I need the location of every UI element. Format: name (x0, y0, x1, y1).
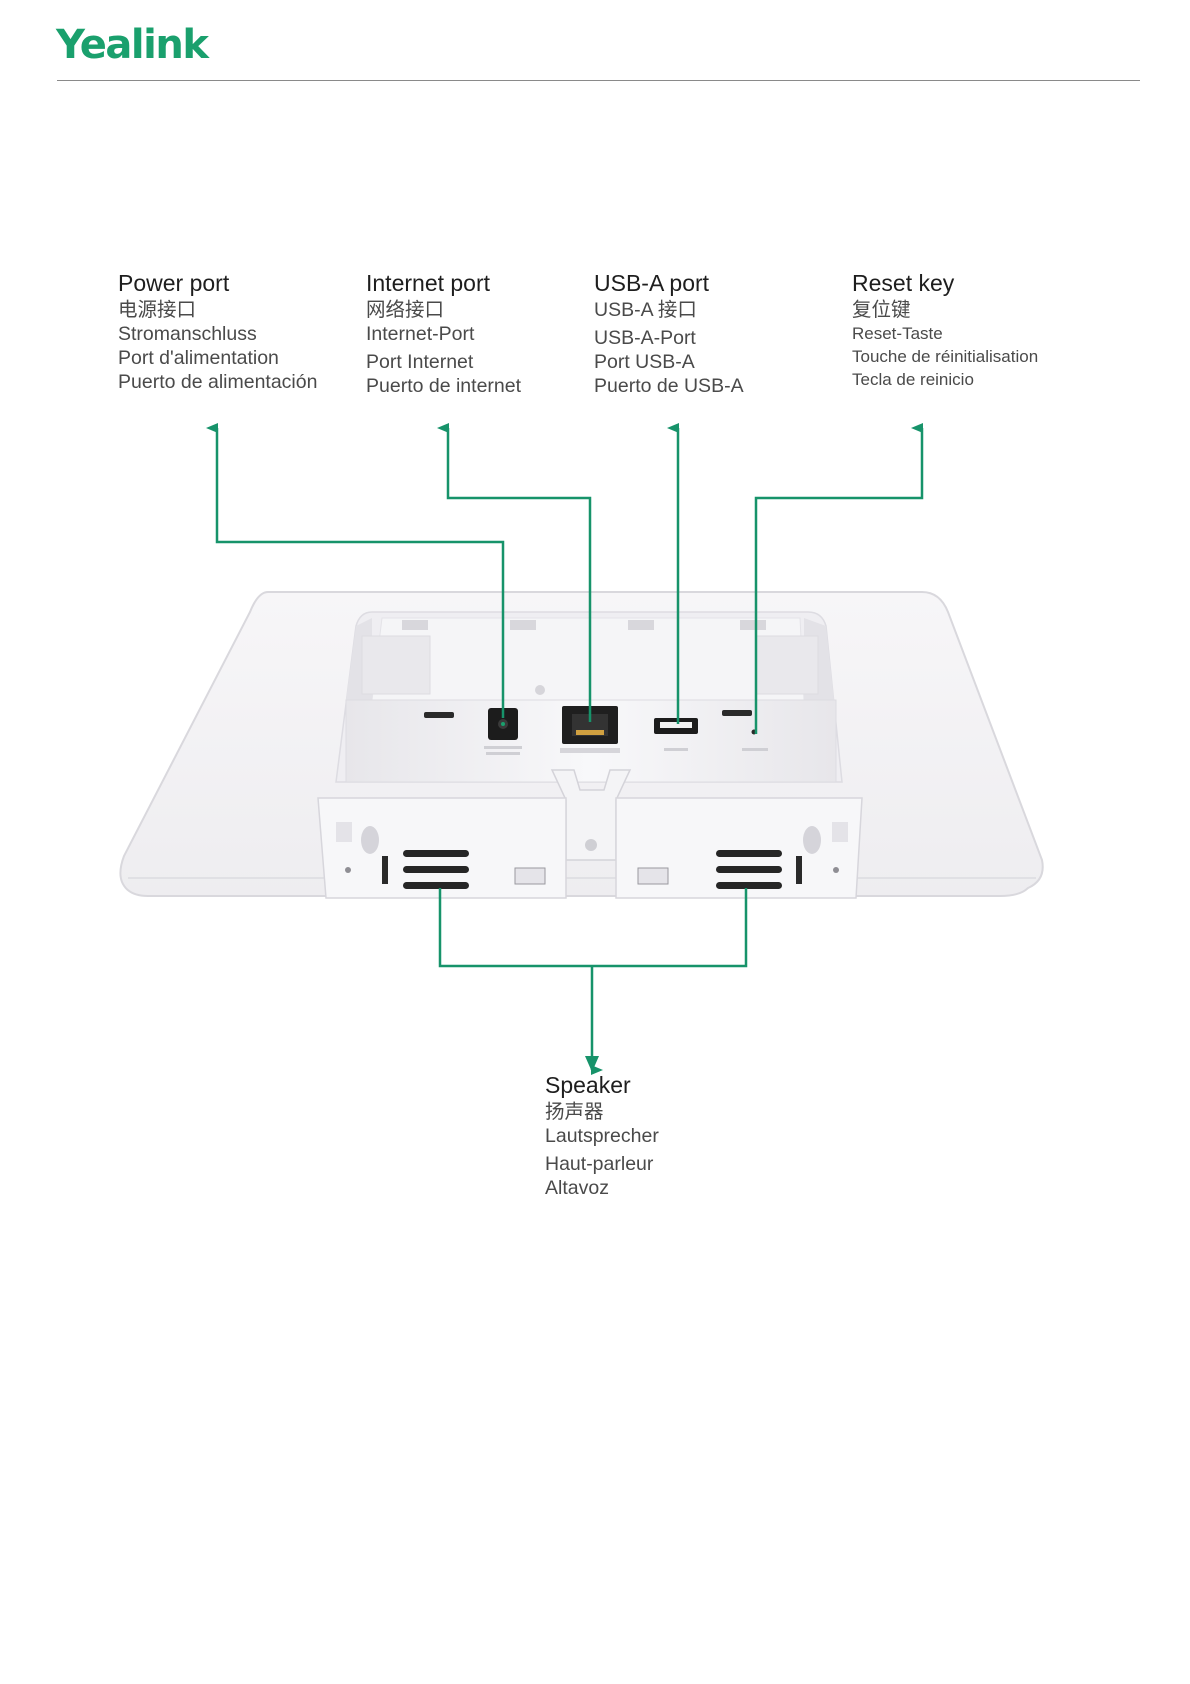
usba-port-fr: Port USB-A (594, 351, 695, 373)
usba-port-socket (654, 718, 698, 751)
leader-line-speaker-right (592, 888, 748, 968)
power-port-de: Stromanschluss (118, 323, 257, 345)
usba-port-es: Puerto de USB-A (594, 375, 744, 397)
yealink-logo: Yealink (56, 22, 209, 68)
callout-speaker: Speaker 扬声器 Lautsprecher Haut-parleur Al… (545, 1070, 659, 1200)
internet-port-title: Internet port (366, 270, 491, 296)
reset-key-de: Reset-Taste (852, 324, 943, 343)
leader-line-speaker-left (438, 888, 592, 968)
speaker-de: Lautsprecher (545, 1125, 659, 1147)
power-port-fr: Port d'alimentation (118, 347, 279, 369)
usba-port-title: USB-A port (594, 270, 710, 296)
front-lip (317, 797, 863, 899)
leader-line-power-port (206, 423, 505, 718)
speaker-grille-right (716, 850, 782, 889)
callout-usba-port: USB-A port USB-A 接口 USB-A-Port Port USB-… (594, 268, 744, 398)
speaker-title: Speaker (545, 1072, 631, 1098)
panel-slot-left (424, 712, 454, 718)
usba-port-zh: USB-A 接口 (594, 299, 697, 321)
reset-key-es: Tecla de reinicio (852, 370, 974, 389)
panel-slot-right (722, 710, 752, 716)
cable-guide (550, 769, 632, 861)
power-port-es: Puerto de alimentación (118, 371, 318, 393)
speaker-fr: Haut-parleur (545, 1153, 654, 1175)
internet-port-de: Internet-Port (366, 323, 475, 345)
power-port-zh: 电源接口 (118, 299, 197, 321)
internet-port-fr: Port Internet (366, 351, 474, 373)
internet-port-es: Puerto de internet (366, 375, 522, 397)
reset-key-zh: 复位键 (852, 299, 911, 321)
callout-reset-key: Reset key 复位键 Reset-Taste Touche de réin… (852, 268, 1038, 391)
internet-port-zh: 网络接口 (366, 299, 445, 321)
speaker-zh: 扬声器 (545, 1101, 604, 1123)
speaker-arrow-head (585, 1056, 599, 1072)
reset-key-title: Reset key (852, 270, 955, 296)
reset-key-fr: Touche de réinitialisation (852, 347, 1039, 366)
usba-port-de: USB-A-Port (594, 327, 696, 349)
header-divider (57, 80, 1140, 81)
callout-internet-port: Internet port 网络接口 Internet-Port Port In… (366, 268, 521, 398)
power-port-title: Power port (118, 270, 230, 296)
speaker-es: Altavoz (545, 1177, 609, 1199)
internet-port-rj45 (560, 706, 620, 753)
speaker-grille-left (403, 850, 469, 889)
power-port-jack (484, 708, 522, 755)
callout-power-port: Power port 电源接口 Stromanschluss Port d'al… (118, 268, 317, 394)
leader-line-reset-key (754, 423, 924, 734)
leader-line-internet-port (437, 423, 592, 722)
